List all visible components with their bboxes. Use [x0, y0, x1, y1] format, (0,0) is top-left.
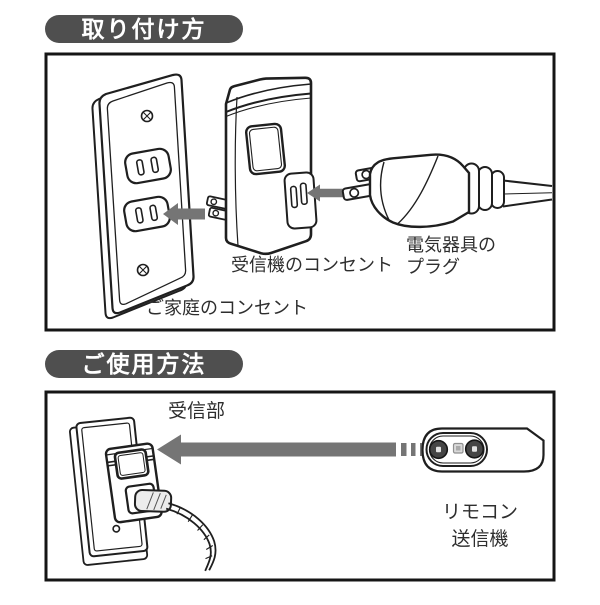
- inserted-plug-head: [133, 489, 173, 513]
- plug-face-contour: [379, 161, 390, 221]
- installed-receiver-illustration: [104, 442, 217, 572]
- receiver-cap-seam: [225, 92, 312, 113]
- wall-outlet-illustration: [91, 73, 195, 320]
- label-household-outlet: ご家庭のコンセント: [146, 298, 308, 318]
- receiver-window: [244, 122, 287, 176]
- label-remote-line1: リモコン: [442, 502, 518, 523]
- plug-rib-2: [477, 166, 493, 211]
- plug-taper-contour: [397, 155, 439, 225]
- installed-receiver-window: [113, 448, 150, 480]
- label-remote-line2: 送信機: [451, 528, 508, 550]
- plate-front-face: [98, 73, 195, 315]
- lower-socket: [123, 195, 171, 233]
- receiver-prong-lower: [207, 206, 229, 221]
- install-header-badge: 取り付け方: [45, 15, 243, 43]
- plate-screw-bottom-icon: [136, 263, 150, 277]
- remote-off-button: [464, 439, 485, 459]
- receiver-cap-seam2: [225, 97, 312, 117]
- appliance-plug-illustration: [341, 153, 553, 229]
- usage-header-pill: [45, 350, 243, 378]
- usage-plate-screw-icon: [112, 524, 121, 533]
- usage-header-badge: ご使用方法: [45, 350, 243, 378]
- plug-cord: [502, 179, 553, 208]
- insert-plug-arrow-icon: [307, 184, 346, 202]
- remote-indicator-icon: [452, 442, 464, 454]
- plate-inner-recess: [106, 81, 187, 306]
- plug-body: [368, 153, 471, 229]
- receiver-unit-illustration: [205, 76, 318, 256]
- insert-receiver-arrow-icon: [163, 203, 205, 225]
- inserted-plug-cord: [165, 502, 217, 572]
- receiver-outlet-panel: [283, 171, 318, 230]
- usage-header-title: ご使用方法: [82, 351, 207, 377]
- usage-section: ご使用方法: [44, 350, 556, 582]
- receiver-left-bevel: [234, 96, 239, 247]
- plug-cord-seam: [503, 192, 553, 195]
- receiver-roof-edge: [225, 83, 312, 104]
- install-header-pill: [45, 15, 243, 43]
- remote-transmitter-illustration: [421, 427, 545, 473]
- label-receiver-window: 受信部: [168, 400, 225, 422]
- label-appliance-plug-line1: 電気器具の: [406, 235, 496, 255]
- label-appliance-plug-line2: プラグ: [406, 257, 460, 277]
- installed-receiver-window-inner: [117, 452, 146, 476]
- plate-screw-top-icon: [140, 109, 154, 123]
- install-header-title: 取り付け方: [82, 16, 207, 42]
- upper-socket: [124, 147, 172, 185]
- remote-button-panel: [425, 432, 488, 467]
- remote-on-button: [428, 439, 449, 460]
- install-section: 取り付け方: [44, 15, 556, 332]
- label-receiver-outlet: 受信機のコンセント: [231, 255, 393, 275]
